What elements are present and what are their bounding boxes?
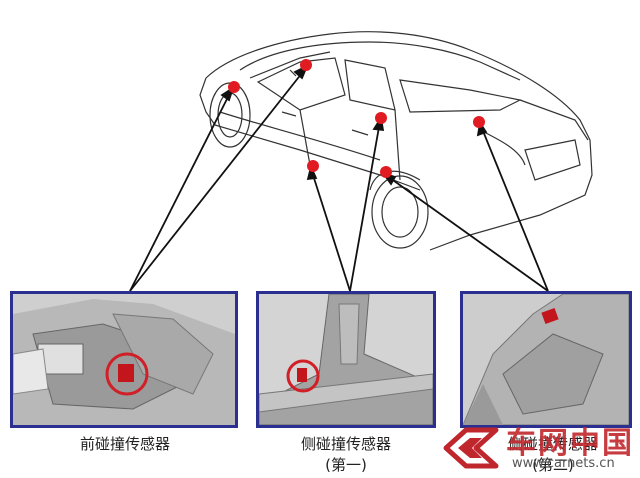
watermark: 车网中国 www.carnets.cn — [430, 420, 640, 478]
sensor-dot-rear — [473, 116, 485, 128]
watermark-brand: 车网中国 — [506, 426, 634, 461]
carnets-logo-icon — [443, 427, 499, 469]
side-sensor-first-detail-panel — [256, 291, 436, 428]
sensor-dot-b-pillar — [375, 112, 387, 124]
sensor-dot-sill — [307, 160, 319, 172]
rear-side-sensor-caption: 侧碰撞传感器 — [507, 435, 598, 453]
rear-side-sensor-sub-caption: (第二) — [532, 456, 574, 474]
side-sensor-first-illustration — [259, 294, 433, 425]
car-outline — [199, 31, 593, 251]
side-sensor-second-illustration — [463, 294, 629, 425]
sensor-dot-front-left — [228, 81, 240, 93]
watermark-url: www.carnets.cn — [512, 456, 615, 471]
side-sensor-sub-caption: (第一) — [325, 456, 367, 474]
side-sensor-second-detail-panel — [460, 291, 632, 428]
sensor-dot-c-pillar — [380, 166, 392, 178]
front-sensor-illustration — [13, 294, 235, 425]
side-sensor-caption: 侧碰撞传感器 — [300, 435, 391, 453]
sensor-dot-front-right — [300, 59, 312, 71]
sensor-dots — [228, 59, 485, 178]
front-sensor-caption: 前碰撞传感器 — [79, 435, 170, 453]
arrows — [129, 64, 549, 292]
front-sensor-detail-panel — [10, 291, 238, 428]
